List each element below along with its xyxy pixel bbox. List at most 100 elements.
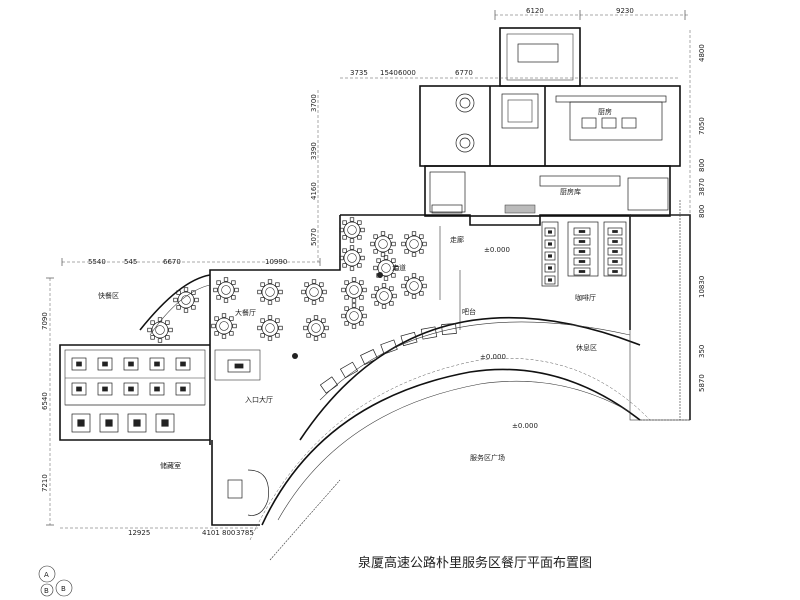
dim-left-2: 6540 [41, 392, 49, 410]
label-corridor: 走廊 [450, 235, 464, 244]
square-table [71, 413, 91, 433]
dim-leftupper-4: 5070 [310, 228, 318, 246]
service-block [424, 165, 671, 217]
dim-bottom-4: 3785 [236, 529, 254, 537]
square-table [97, 382, 113, 396]
square-table [573, 257, 591, 266]
label-cafe: 咖啡厅 [575, 293, 596, 302]
square-table [544, 227, 556, 237]
square-table [573, 227, 591, 236]
square-table [149, 357, 165, 371]
label-elev-1: ±0.000 [484, 246, 510, 254]
round-table [211, 313, 237, 339]
square-table [71, 357, 87, 371]
round-table [373, 255, 399, 281]
dim-left-3: 7210 [41, 474, 49, 492]
dim-midleft-2: 545 [124, 258, 137, 266]
square-table [544, 239, 556, 249]
round-table [301, 279, 327, 305]
round-table [401, 273, 427, 299]
dim-midleft-1: 5540 [88, 258, 106, 266]
square-table [227, 359, 251, 373]
round-table [257, 315, 283, 341]
square-table [573, 237, 591, 246]
round-table [257, 279, 283, 305]
square-table [123, 357, 139, 371]
left-dining [64, 349, 206, 406]
square-table [175, 357, 191, 371]
square-table [97, 357, 113, 371]
dim-right-4: 3870 [698, 178, 706, 196]
square-table [607, 257, 623, 266]
lower-block [214, 349, 269, 516]
square-table [544, 275, 556, 285]
label-elev-3: ±0.000 [512, 422, 538, 430]
dim-midleft-3: 6670 [163, 258, 181, 266]
dim-midleft-4: 10990 [265, 258, 287, 266]
label-hall: 大餐厅 [235, 308, 256, 317]
dim-topmid-3: 6000 [398, 69, 416, 77]
label-storage: 储藏室 [160, 461, 181, 470]
plants [269, 200, 690, 561]
column-dot [292, 353, 298, 359]
column-dot [377, 272, 383, 278]
labels: 泉厦高速公路朴里服务区餐厅平面布置图 6120 9230 3735 1540 6… [41, 7, 706, 595]
dim-bottom-1: 12925 [128, 529, 150, 537]
round-table [401, 231, 427, 257]
label-snack: 快餐区 [98, 291, 119, 300]
dim-top-2: 9230 [616, 7, 634, 15]
dim-top-1: 6120 [526, 7, 544, 15]
square-table [573, 247, 591, 256]
plan-title: 泉厦高速公路朴里服务区餐厅平面布置图 [358, 555, 592, 571]
compass-marks [38, 565, 73, 597]
round-table [339, 217, 365, 243]
dim-right-7: 350 [698, 345, 706, 358]
label-kitchen-store: 厨房库 [560, 187, 581, 196]
label-lobby: 入口大厅 [245, 395, 273, 404]
square-table [149, 382, 165, 396]
square-table [544, 251, 556, 261]
label-kitchen: 厨房 [598, 107, 612, 116]
compass-a: A [44, 571, 49, 579]
dim-bottom-3: 800 [222, 529, 235, 537]
label-deck: 休息区 [576, 343, 597, 352]
square-table [123, 382, 139, 396]
square-table [71, 382, 87, 396]
dim-bottom-2: 4101 [202, 529, 220, 537]
private-tables [455, 93, 475, 153]
round-table [147, 317, 173, 343]
dim-topmid-2: 1540 [380, 69, 398, 77]
compass-b2: B [44, 587, 49, 595]
square-table [155, 413, 175, 433]
round-table [213, 277, 239, 303]
round-table [173, 287, 199, 313]
dim-leftupper-2: 3390 [310, 142, 318, 160]
round-table [370, 231, 396, 257]
square-table [127, 413, 147, 433]
dim-topmid-1: 3735 [350, 69, 368, 77]
square-table [607, 247, 623, 256]
dim-right-6: 10830 [698, 276, 706, 298]
dim-leftupper-1: 3700 [310, 94, 318, 112]
dining-tables [71, 217, 623, 433]
round-table [339, 245, 365, 271]
curved-facade [139, 274, 651, 541]
label-yard: 服务区广场 [470, 453, 505, 462]
dim-right-2: 7050 [698, 117, 706, 135]
booth-strip [319, 323, 457, 394]
dim-right-3: 800 [698, 159, 706, 172]
square-table [607, 267, 623, 276]
dim-left-1: 7090 [41, 312, 49, 330]
round-table [371, 283, 397, 309]
dim-lines [46, 258, 321, 529]
round-table [303, 315, 329, 341]
top-block [494, 10, 690, 87]
square-table [607, 237, 623, 246]
dim-leftupper-3: 4160 [310, 182, 318, 200]
dim-right-5: 800 [698, 205, 706, 218]
dim-topmid-4: 6770 [455, 69, 473, 77]
dim-right-8: 5870 [698, 374, 706, 392]
square-table [99, 413, 119, 433]
square-table [573, 267, 591, 276]
